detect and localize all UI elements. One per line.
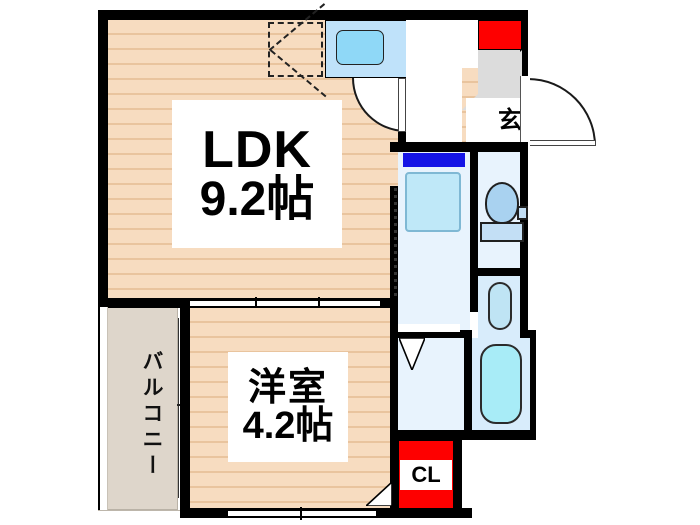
ldk-door-panel[interactable] xyxy=(398,78,406,132)
ldk-label-line2: 9.2帖 xyxy=(199,173,315,226)
balcony-rail-left xyxy=(100,303,108,515)
ldk-label-plate: LDK 9.2帖 xyxy=(172,100,342,248)
closet-partition-hatch xyxy=(394,188,397,306)
bedroom-label-line2: 4.2帖 xyxy=(242,405,334,447)
bathtub-icon xyxy=(480,344,522,424)
cl-label-plate: CL xyxy=(400,460,452,490)
bedroom-wall-left xyxy=(180,298,190,518)
toilet-flush-lever xyxy=(517,206,528,220)
dressing-door-opening[interactable] xyxy=(398,324,460,332)
entrance-label: 玄 xyxy=(498,107,522,134)
toilet-tank xyxy=(480,222,524,242)
washing-machine-drain xyxy=(403,153,465,167)
entrance-wall-right xyxy=(520,10,528,140)
cl-label: CL xyxy=(411,462,441,487)
bedroom-wall-right xyxy=(390,306,398,510)
sliding-door-mullion-2 xyxy=(318,297,320,310)
bedroom-window[interactable] xyxy=(228,509,376,518)
toilet-bath-divider xyxy=(470,268,528,276)
bedroom-window-mullion xyxy=(300,507,302,520)
bedroom-label-line1: 洋室 xyxy=(247,367,328,409)
bath-wall-right xyxy=(528,330,536,438)
toilet-icon xyxy=(485,182,519,224)
exterior-wall-top xyxy=(98,10,528,20)
closet-door-swing-icon[interactable] xyxy=(366,480,392,506)
ldk-bedroom-sliding-door[interactable] xyxy=(190,299,380,308)
entrance-step-edge xyxy=(462,50,522,110)
bedroom-floor xyxy=(190,308,390,508)
entry-door-panel[interactable] xyxy=(526,140,596,146)
entry-door-arc[interactable] xyxy=(528,78,596,146)
bedroom-label-plate: 洋室 4.2帖 xyxy=(228,352,348,462)
toilet-wall-left xyxy=(470,152,478,312)
dressing-wall-divider xyxy=(390,330,472,338)
sink-icon xyxy=(336,30,384,65)
bathroom-door-swing-icon[interactable] xyxy=(399,338,425,370)
overhead-cabinet-icon xyxy=(268,22,323,77)
washroom-wall-right xyxy=(520,142,528,338)
vanity-sink-icon xyxy=(488,282,512,330)
balcony-label: バルコニー xyxy=(140,350,163,480)
washing-machine-icon xyxy=(405,172,461,232)
closet-wall-bottom xyxy=(390,508,462,518)
hall-floor xyxy=(406,20,462,142)
washroom-wall-top xyxy=(390,142,528,152)
sliding-door-mullion-1 xyxy=(255,297,257,310)
bath-wall-bottom xyxy=(390,430,536,440)
ldk-label-line1: LDK xyxy=(202,121,312,179)
closet-wall-right xyxy=(454,432,462,512)
entry-threshold xyxy=(520,76,530,146)
exterior-wall-left xyxy=(98,10,108,306)
entrance-inner-floor xyxy=(466,98,520,142)
bath-wall-left xyxy=(464,338,472,434)
shoe-cabinet-icon xyxy=(478,20,522,50)
balcony-bottom-edge xyxy=(98,510,184,518)
